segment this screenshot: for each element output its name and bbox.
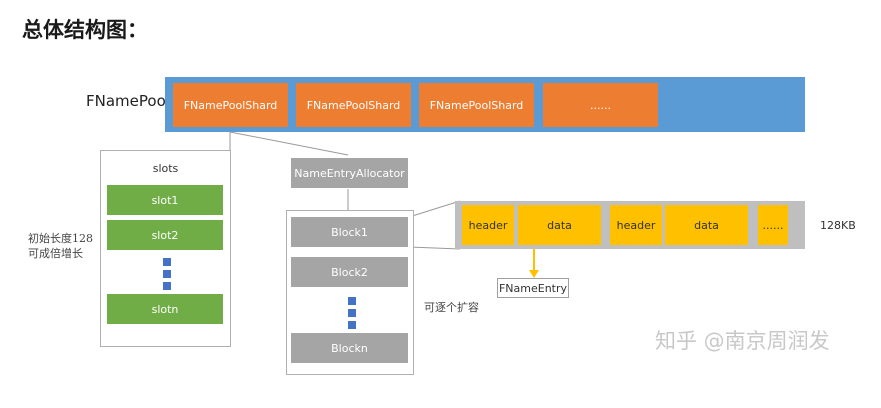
memory-size-label: 128KB: [820, 219, 856, 232]
pool-shard: FNamePoolShard: [419, 83, 534, 127]
memory-cell-more: ......: [758, 205, 788, 245]
block-item: Block1: [291, 217, 408, 247]
pool-shard: FNamePoolShard: [173, 83, 288, 127]
block1-to-memory-top-line: [408, 200, 461, 218]
memory-cell-header: header: [610, 205, 662, 245]
ellipsis-dot: [348, 309, 356, 317]
pool-shard-more: ......: [543, 83, 658, 127]
allocator-box: NameEntryAllocator: [291, 158, 408, 188]
slot-item: slot2: [107, 220, 223, 250]
memory-cell-data: data: [518, 205, 601, 245]
ellipsis-dot: [348, 297, 356, 305]
blocks-note: 可逐个扩容: [424, 301, 479, 314]
slots-note-line2: 可成倍增长: [28, 247, 83, 260]
slots-note-line1: 初始长度128: [28, 232, 93, 245]
memory-cell-header: header: [462, 205, 514, 245]
block-item: Blockn: [291, 333, 408, 363]
pool-to-allocator-line: [229, 131, 349, 156]
block-item: Block2: [291, 257, 408, 287]
memory-cell-data: data: [665, 205, 748, 245]
watermark: 知乎 @南京周润发: [655, 329, 830, 353]
fname-entry-box: FNameEntry: [497, 278, 569, 298]
slot-item: slot1: [107, 185, 223, 215]
ellipsis-dot: [163, 282, 171, 290]
ellipsis-dot: [163, 258, 171, 266]
block1-to-memory-bottom-line: [408, 246, 461, 250]
slot-item: slotn: [107, 294, 223, 324]
slots-header: slots: [152, 162, 179, 175]
ellipsis-dot: [348, 321, 356, 329]
entry-arrow-head: [529, 270, 539, 278]
pool-shard: FNamePoolShard: [296, 83, 411, 127]
ellipsis-dot: [163, 270, 171, 278]
page-title: 总体结构图：: [22, 18, 148, 42]
pool-label: FNamePool: [86, 92, 170, 110]
